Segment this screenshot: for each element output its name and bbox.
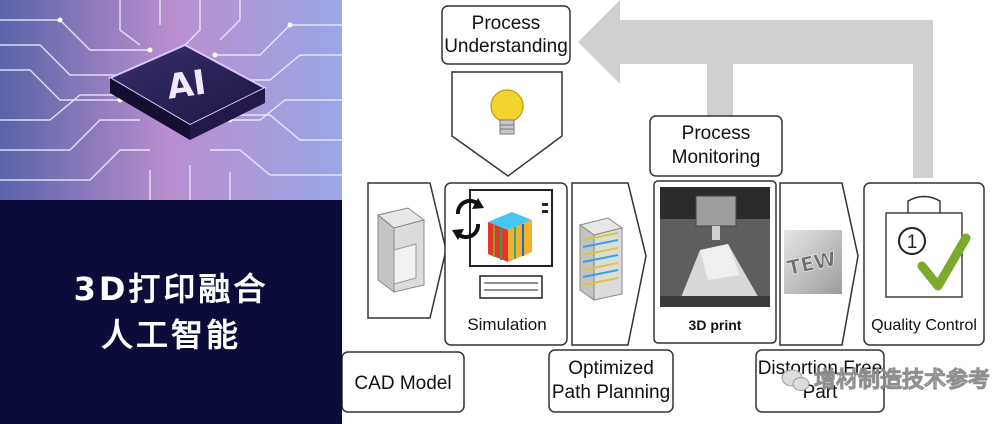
feedback-arrow	[578, 0, 933, 178]
simulation-stage: Simulation	[444, 182, 568, 346]
workflow-diagram: Process Understanding Process Monitoring	[342, 0, 990, 413]
process-understanding-box: Process Understanding	[441, 5, 571, 65]
optimized-path-planning-box: Optimized Path Planning	[548, 349, 674, 413]
wechat-icon	[781, 369, 810, 391]
refresh-icon	[452, 198, 484, 240]
cad-model-stage	[367, 182, 447, 319]
color-cube-icon	[488, 212, 532, 262]
cad-model-box: CAD Model	[342, 351, 465, 413]
left-panel: AI 3D打印融合 人工智能	[0, 0, 342, 424]
quality-control-stage: 1 Quality Control	[863, 182, 985, 346]
quality-control-label: Quality Control	[871, 317, 977, 334]
lightbulb-icon	[490, 89, 524, 135]
simulation-label: Simulation	[467, 315, 546, 334]
ai-chip-illustration: AI	[0, 0, 342, 200]
title-panel: 3D打印融合 人工智能	[0, 200, 342, 424]
title-line-2: 人工智能	[100, 316, 241, 354]
qc-number-circle	[898, 227, 926, 255]
process-monitoring-label: Process Monitoring	[671, 123, 761, 168]
qc-number: 1	[907, 232, 918, 253]
watermark: 增材制造技术参考	[781, 367, 990, 393]
process-monitoring-box: Process Monitoring	[649, 115, 783, 177]
watermark-text: 增材制造技术参考	[814, 367, 990, 393]
path-planning-stage	[571, 182, 647, 346]
printer-photo	[660, 187, 770, 307]
printed-part-photo: TEW	[784, 230, 842, 294]
shopping-bag-icon	[885, 195, 963, 298]
distortion-free-part-stage: TEW	[779, 182, 859, 346]
cad-part-icon	[376, 207, 426, 293]
path-part-icon	[578, 217, 624, 301]
process-understanding-label: Process Understanding	[444, 13, 568, 57]
3d-print-stage: 3D print	[653, 180, 777, 344]
insight-arrow	[451, 71, 563, 177]
title-line-1: 3D打印融合	[73, 270, 269, 308]
optimized-path-planning-label: Optimized Path Planning	[551, 358, 671, 403]
distortion-free-part-box: Distortion Free Part	[755, 349, 885, 413]
checkmark-icon	[917, 233, 971, 291]
chip-ai-text: AI	[164, 63, 208, 108]
cad-model-label: CAD Model	[354, 373, 451, 394]
3d-print-label: 3D print	[689, 317, 742, 333]
